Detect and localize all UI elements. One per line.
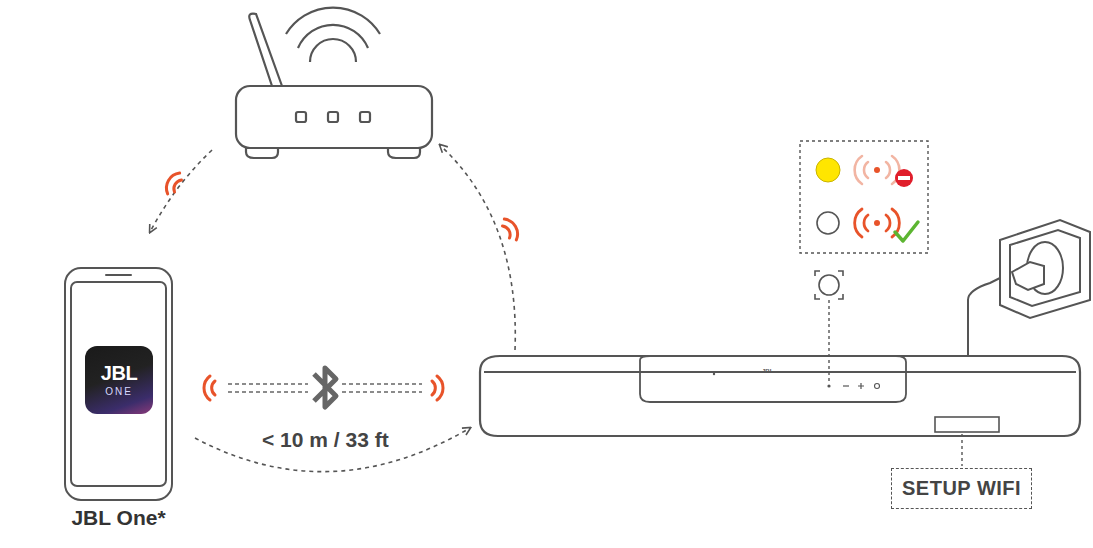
range-label: < 10 m / 33 ft (262, 428, 389, 452)
app-logo: JBL (101, 363, 137, 383)
phone-node: JBL One*JBLONE (65, 268, 172, 500)
leader-lines (829, 300, 962, 466)
soundbar-logo: JBL (762, 368, 773, 374)
device-caption: JBL One* (71, 506, 165, 530)
signal-paths (150, 145, 515, 472)
status-panel (800, 141, 928, 253)
soundbar (480, 272, 1080, 436)
button-label: SETUP WIFI (902, 477, 1021, 500)
router (236, 8, 432, 158)
power-outlet (1000, 220, 1090, 318)
app-subtitle: ONE (105, 387, 133, 397)
app-icon: JBL ONE (85, 346, 153, 414)
wifi-button (815, 271, 843, 299)
phone (65, 268, 172, 500)
bluetooth-link (204, 368, 443, 407)
setup-wifi-box: SETUP WIFI (891, 468, 1032, 509)
